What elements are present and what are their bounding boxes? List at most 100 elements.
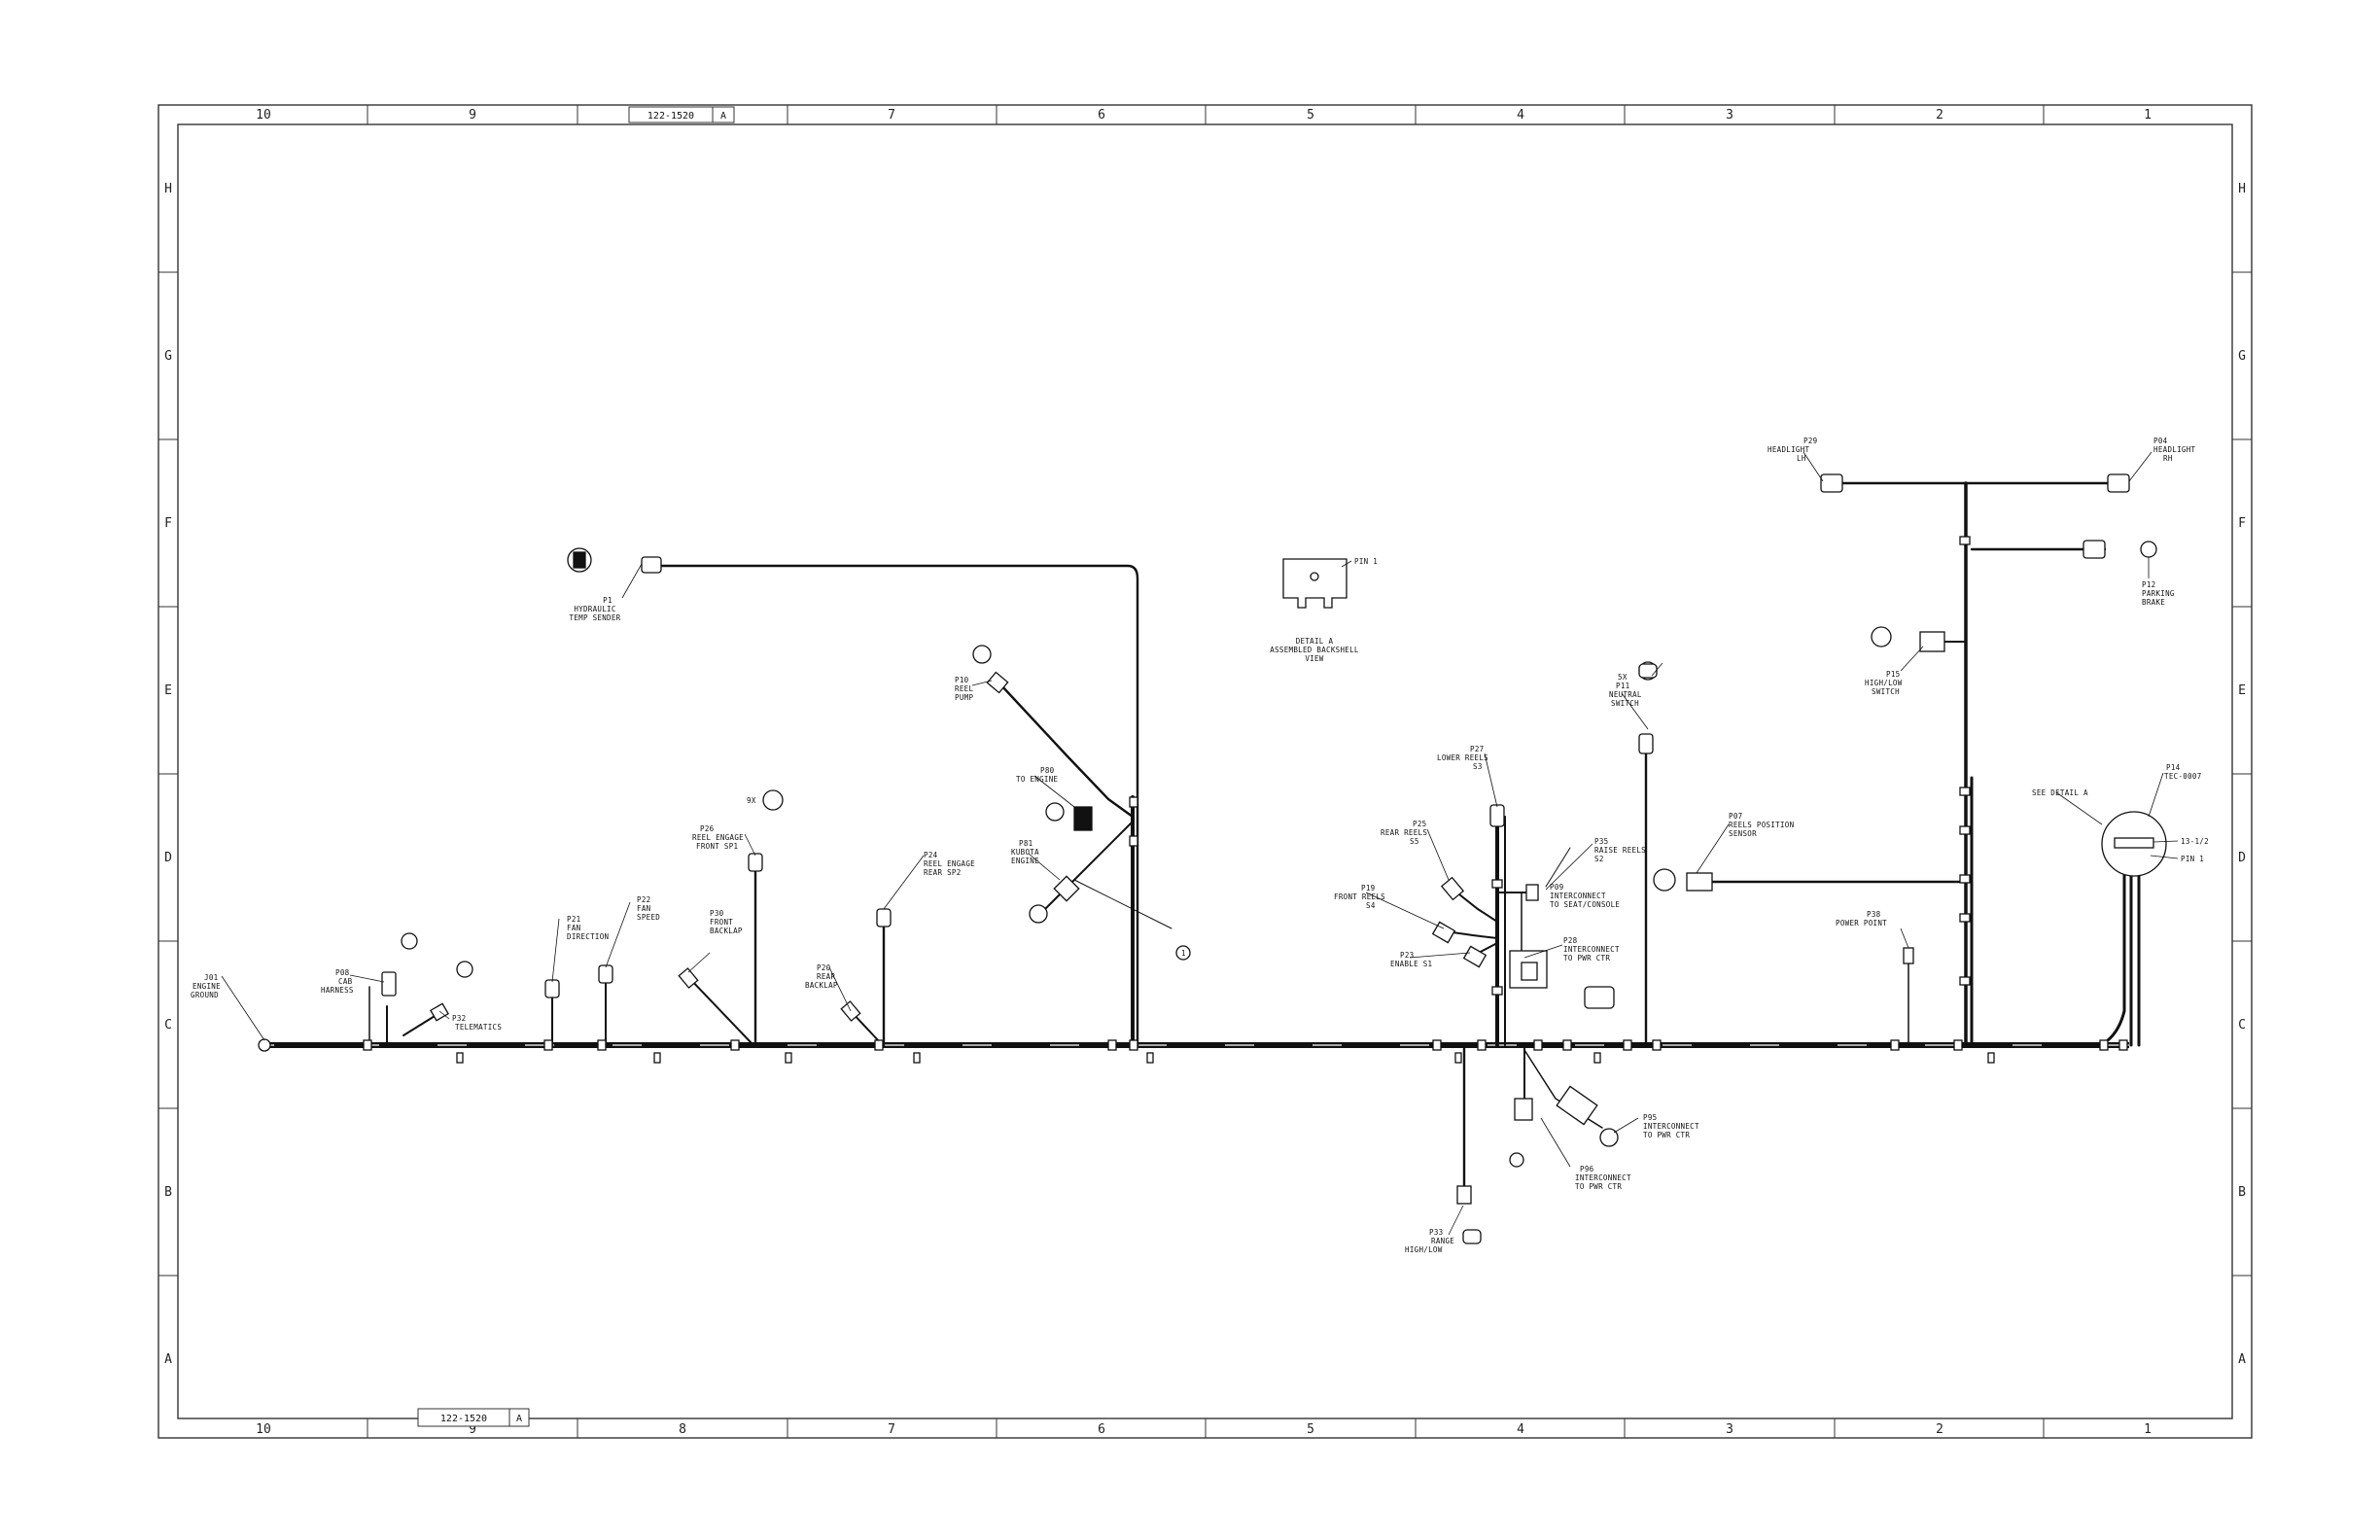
label-9x: 9X <box>747 796 756 805</box>
col-zone-4-bottom: 4 <box>1517 1422 1524 1437</box>
row-zone-A: A <box>164 1352 172 1367</box>
col-zone-2-bottom: 2 <box>1936 1422 1943 1437</box>
connector-icon <box>1686 872 1713 892</box>
connector-icon <box>1456 1185 1472 1205</box>
col-zone-4: 4 <box>1517 108 1524 122</box>
connector-face-icon <box>1599 1128 1619 1147</box>
connector-icon <box>876 908 892 928</box>
row-zone-F-right: F <box>2238 516 2246 531</box>
row-zone-G-right: G <box>2238 349 2246 364</box>
col-zone-9-bottom: 9 <box>469 1422 476 1437</box>
label-detail-pin1: PIN 1 <box>1354 557 1378 566</box>
connector-icon <box>430 1002 449 1022</box>
row-zone-E: E <box>164 683 172 698</box>
connector-icon <box>1489 804 1505 827</box>
col-zone-3-bottom: 3 <box>1726 1422 1733 1437</box>
leader-lines <box>221 451 2179 1236</box>
col-zone-5-bottom: 5 <box>1307 1422 1314 1437</box>
connector-icon <box>1431 921 1456 944</box>
col-zone-1-bottom: 1 <box>2144 1422 2152 1437</box>
col-zone-6-bottom: 6 <box>1098 1422 1105 1437</box>
connector-icon <box>1462 945 1488 968</box>
ring-terminal-icon <box>258 1038 271 1052</box>
row-zone-H: H <box>164 182 172 196</box>
row-zone-D: D <box>164 851 172 865</box>
col-zone-7-bottom: 7 <box>888 1422 895 1437</box>
connectors <box>258 473 2167 1244</box>
connector-icon <box>1440 876 1465 901</box>
connector-face-icon <box>1509 1152 1524 1168</box>
connector-face-icon <box>1871 626 1892 648</box>
zone-ticks <box>158 105 2252 1438</box>
row-zone-F: F <box>164 516 172 531</box>
connector-face-icon <box>972 645 992 664</box>
connector-icon <box>1584 986 1615 1009</box>
row-zone-B-right: B <box>2238 1185 2246 1200</box>
col-zone-6: 6 <box>1098 108 1105 122</box>
connector-face-icon <box>762 789 784 811</box>
connector-face-icon <box>456 961 473 978</box>
col-zone-10: 10 <box>256 108 271 122</box>
connector-icon <box>1638 733 1654 754</box>
item-balloon <box>1175 945 1191 961</box>
connector-icon <box>1903 947 1914 964</box>
connector-icon <box>1514 1098 1533 1121</box>
row-zone-A-right: A <box>2238 1352 2246 1367</box>
row-zone-C: C <box>164 1018 172 1032</box>
drawing-border <box>158 104 2253 1439</box>
connector-icon <box>1053 875 1080 902</box>
connector-icon <box>1073 806 1093 831</box>
row-zone-H-right: H <box>2238 182 2246 196</box>
connector-face-icon <box>1462 1229 1482 1244</box>
top-revision: A <box>720 111 726 122</box>
col-zone-8-bottom: 8 <box>679 1422 686 1437</box>
connector-icon <box>544 979 560 998</box>
top-drawing-number: 122-1520 <box>648 111 694 122</box>
connector-icon <box>2107 473 2130 493</box>
col-zone-1: 1 <box>2144 108 2152 122</box>
connector-face-icon <box>401 932 418 950</box>
connector-face-icon <box>1638 663 1658 679</box>
connector-icon <box>381 971 397 997</box>
connector-icon <box>1556 1085 1598 1126</box>
row-zone-D-right: D <box>2238 851 2246 865</box>
row-zone-C-right: C <box>2238 1018 2246 1032</box>
connector-icon <box>986 671 1009 694</box>
label-dim-13-half: 13-1/2 <box>2181 837 2209 846</box>
connector-icon <box>1525 884 1539 901</box>
row-zone-G: G <box>164 349 172 364</box>
item-balloon-label: 1 <box>1181 949 1186 958</box>
label-see-detail-a: SEE DETAIL A <box>2032 788 2088 797</box>
connector-icon <box>1820 473 1843 493</box>
connector-icon <box>748 853 763 872</box>
